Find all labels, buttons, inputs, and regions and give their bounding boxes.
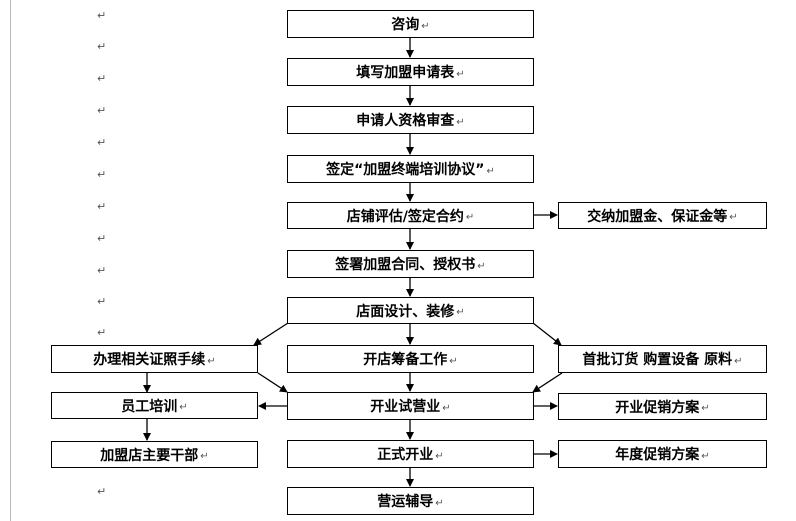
box-prepare-label: 开店筹备工作 — [363, 352, 448, 368]
paragraph-mark: ↵ — [465, 212, 475, 223]
paragraph-mark: ↵ — [97, 485, 107, 498]
paragraph-mark: ↵ — [97, 295, 107, 308]
paragraph-mark: ↵ — [435, 497, 444, 509]
paragraph-mark: ↵ — [456, 307, 465, 318]
paragraph-mark: ↵ — [456, 116, 465, 128]
arrow-licenses-to-trial — [257, 372, 288, 393]
paragraph-mark: ↵ — [456, 68, 465, 80]
box-trial: 开业试营业↵ — [287, 392, 534, 420]
paragraph-mark: ↵ — [97, 264, 107, 277]
box-review-label: 申请人资格审查 — [356, 113, 455, 129]
box-guidance-label: 营运辅导 — [377, 494, 434, 510]
paragraph-mark: ↵ — [179, 402, 188, 413]
paragraph-mark: ↵ — [486, 165, 495, 177]
paragraph-mark: ↵ — [701, 450, 710, 462]
box-training-label: 员工培训 — [121, 398, 178, 415]
box-cadres: 加盟店主要干部↵ — [51, 441, 258, 468]
box-opening-promo-label: 开业促销方案 — [615, 399, 700, 416]
paragraph-mark: ↵ — [734, 355, 743, 367]
arrow-order-to-trial — [532, 372, 563, 393]
paragraph-mark: ↵ — [97, 326, 107, 339]
arrow-design-to-licenses — [253, 322, 289, 346]
paragraph-mark: ↵ — [97, 200, 107, 213]
box-trial-label: 开业试营业 — [370, 399, 441, 415]
box-consult: 咨询↵ — [287, 10, 534, 38]
paragraph-mark: ↵ — [435, 450, 444, 462]
paragraph-mark: ↵ — [97, 104, 107, 117]
box-evaluate: 店铺评估/签定合约↵ — [287, 202, 534, 229]
paragraph-mark: ↵ — [97, 232, 107, 245]
box-opening-promo: 开业促销方案↵ — [558, 393, 767, 420]
paragraph-mark: ↵ — [97, 136, 107, 149]
paragraph-mark: ↵ — [97, 168, 107, 181]
box-review: 申请人资格审查↵ — [287, 106, 534, 134]
box-licenses-label: 办理相关证照手续 — [93, 352, 206, 368]
box-cadres-label: 加盟店主要干部 — [100, 447, 199, 464]
box-order: 首批订货 购置设备 原料↵ — [558, 345, 767, 373]
box-annual-promo: 年度促销方案↵ — [558, 440, 767, 468]
page-margin-line — [10, 0, 11, 521]
box-consult-label: 咨询 — [391, 17, 420, 33]
box-fill-form: 填写加盟申请表↵ — [287, 58, 534, 86]
paragraph-mark: ↵ — [97, 40, 107, 53]
box-order-label: 首批订货 购置设备 原料 — [582, 352, 733, 368]
arrow-design-to-order — [532, 322, 562, 346]
box-licenses: 办理相关证照手续↵ — [51, 345, 258, 373]
box-deposit-label: 交纳加盟金、保证金等 — [587, 208, 728, 225]
box-annual-promo-label: 年度促销方案 — [615, 447, 700, 463]
box-training: 员工培训↵ — [51, 392, 258, 419]
box-deposit: 交纳加盟金、保证金等↵ — [558, 202, 767, 229]
paragraph-mark: ↵ — [97, 72, 107, 85]
paragraph-mark: ↵ — [729, 212, 738, 223]
box-formal: 正式开业↵ — [287, 440, 534, 468]
box-evaluate-label: 店铺评估/签定合约 — [346, 208, 464, 225]
paragraph-mark: ↵ — [421, 20, 430, 32]
paragraph-mark: ↵ — [701, 403, 710, 414]
box-contract: 签署加盟合同、授权书↵ — [287, 250, 534, 278]
box-prepare: 开店筹备工作↵ — [287, 345, 534, 373]
box-contract-label: 签署加盟合同、授权书 — [335, 257, 476, 273]
box-sign-agreement: 签定“加盟终端培训协议”↵ — [287, 155, 534, 183]
box-design: 店面设计、装修↵ — [287, 297, 534, 324]
paragraph-mark: ↵ — [449, 355, 458, 367]
box-formal-label: 正式开业 — [377, 447, 434, 463]
paragraph-mark: ↵ — [200, 451, 209, 462]
paragraph-mark: ↵ — [207, 355, 216, 367]
box-sign-agreement-label: 签定“加盟终端培训协议” — [326, 162, 485, 178]
paragraph-mark: ↵ — [442, 402, 451, 414]
box-design-label: 店面设计、装修 — [356, 303, 455, 320]
box-guidance: 营运辅导↵ — [287, 487, 534, 515]
box-fill-form-label: 填写加盟申请表 — [356, 65, 455, 81]
paragraph-mark: ↵ — [477, 260, 486, 272]
paragraph-mark: ↵ — [97, 9, 107, 22]
